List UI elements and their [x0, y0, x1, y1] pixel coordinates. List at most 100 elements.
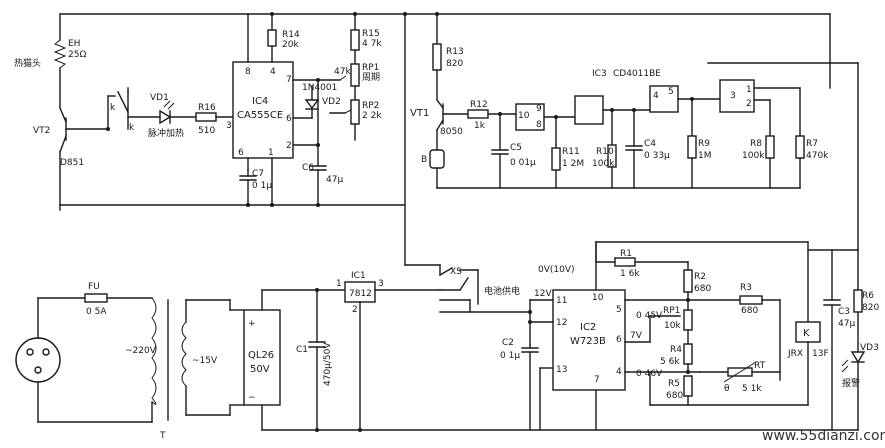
c6-capacitor	[309, 143, 327, 206]
r15-value: 4 7k	[362, 39, 382, 49]
ic3-pin4: 4	[653, 91, 659, 101]
ic4-pin1: 1	[268, 148, 274, 158]
r8-label: R8	[750, 139, 762, 149]
c1-label: C1	[296, 345, 308, 355]
r4-label: R4	[670, 345, 682, 355]
ic3-label: IC3	[592, 69, 607, 79]
ic1-regulator	[261, 281, 859, 432]
r13-label: R13	[446, 47, 464, 57]
c3-capacitor	[807, 249, 859, 431]
ic1-pin1: 1	[336, 279, 342, 289]
vd2-label: VD2	[322, 97, 341, 107]
bridge-plus: +	[248, 319, 256, 329]
c1-value: 470μ/50V	[323, 342, 333, 386]
r11-value: 1 2M	[562, 159, 584, 169]
ac15-label: ~15V	[192, 356, 218, 366]
r6-value: 820	[862, 303, 879, 313]
ic3-pin1: 1	[746, 85, 752, 95]
ic4-label: IC4	[252, 96, 268, 107]
r10-label: R10	[596, 147, 614, 157]
r6-label: R6	[862, 291, 874, 301]
ic3-pin9: 9	[536, 104, 542, 114]
eh-value: 25Ω	[68, 50, 86, 60]
r7-resistor	[795, 135, 805, 189]
battery-label: 电池供电	[484, 285, 520, 297]
rt-label: RT	[754, 361, 766, 371]
c2-label: C2	[502, 338, 514, 348]
c4-value: 0 33μ	[644, 151, 670, 161]
c4-label: C4	[644, 139, 656, 149]
vd1-led	[127, 100, 197, 125]
c5-value: 0 01μ	[510, 158, 536, 168]
fu-value: 0 5A	[86, 307, 107, 317]
fuse-fu	[37, 293, 153, 423]
t-label: T	[159, 431, 166, 441]
r15-rp-network	[316, 13, 360, 146]
switch-k	[106, 87, 129, 131]
b-label: B	[421, 155, 427, 165]
vd3-label: VD3	[860, 343, 879, 353]
r16-value: 510	[198, 126, 215, 136]
bridge-ql26	[229, 289, 281, 431]
r47k-label: 47k	[334, 67, 351, 77]
v12-label: 12V	[534, 289, 552, 299]
c7-label: C7	[252, 169, 264, 179]
r9-resistor	[687, 135, 697, 189]
ic2-pin7: 7	[594, 375, 600, 385]
fu-label: FU	[88, 282, 100, 292]
c4-capacitor	[625, 108, 643, 189]
r3-resistor	[739, 295, 781, 381]
ic1-pin3: 3	[378, 279, 384, 289]
r5-value: 680	[666, 391, 683, 401]
ic4-pin8: 8	[245, 67, 251, 77]
k-contact-label: k	[110, 103, 116, 113]
bridge-minus: −	[248, 393, 256, 403]
vt1-part: 8050	[440, 127, 463, 137]
ic2-pin13: 13	[556, 365, 567, 375]
c5-label: C5	[510, 143, 522, 153]
ic2-pin10: 10	[592, 293, 604, 303]
c7-value: 0 1μ	[252, 181, 272, 191]
rt-theta: θ	[724, 384, 730, 394]
vd1-note: 脉冲加热	[148, 127, 184, 139]
ic3-pin5: 5	[668, 87, 674, 97]
r6-vd3	[841, 249, 866, 431]
r12-resistor	[467, 109, 517, 119]
rp1b-label: RP1	[663, 306, 680, 316]
ground-rail	[59, 167, 801, 207]
ic2-label: IC2	[580, 322, 596, 333]
ql26-value: 50V	[250, 364, 270, 375]
r8-value: 100k	[742, 151, 765, 161]
ic4-part: CA555CE	[237, 110, 283, 121]
ic1-part: 7812	[349, 289, 372, 299]
r11-resistor	[551, 144, 561, 189]
rp1b-value: 10k	[664, 321, 681, 331]
rp2-value: 2 2k	[362, 111, 382, 121]
r14-resistor	[267, 29, 277, 47]
r7-label: R7	[806, 139, 818, 149]
r14-label: R14	[282, 30, 300, 40]
relay-k-label: K	[803, 328, 810, 339]
ic4-pin4: 4	[270, 67, 276, 77]
transformer-t	[151, 297, 231, 423]
c7-capacitor	[239, 169, 257, 206]
c6-value: 47μ	[326, 175, 343, 185]
ic3-gate-c	[649, 85, 721, 137]
ic3-gate-a	[515, 103, 576, 146]
r2-value: 680	[694, 284, 711, 294]
ic2-part: W723B	[570, 336, 606, 347]
r5-label: R5	[668, 379, 680, 389]
v045-label: 0 45V	[636, 311, 663, 321]
ic3-pin10: 10	[518, 111, 530, 121]
ic4-pin6: 6	[286, 114, 292, 124]
ic2-pin11: 11	[556, 296, 567, 306]
relay-k	[795, 241, 821, 406]
ac220-label: ~220V	[125, 346, 157, 356]
r2-label: R2	[694, 272, 706, 282]
rp1-note: 周期	[362, 72, 380, 83]
ic2-pin4: 4	[616, 367, 622, 377]
r4-value: 5 6k	[660, 357, 680, 367]
r15-label: R15	[362, 29, 380, 39]
ov-label: 0V(10V)	[538, 265, 575, 275]
